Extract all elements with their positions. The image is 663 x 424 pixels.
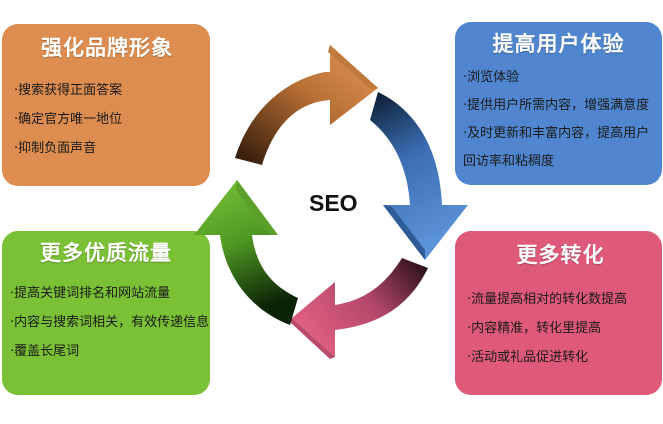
list-item: ·覆盖长尾词: [10, 344, 80, 359]
blue-arrow-icon: [370, 92, 468, 260]
user-experience-list: ·浏览体验 ·提供用户所需内容，增强满意度 ·及时更新和丰富内容，提高用户 回访…: [463, 64, 654, 176]
list-item: 回访率和粘稠度: [463, 154, 555, 169]
list-item: ·内容与搜索词相关，有效传递信息: [10, 315, 210, 330]
list-item: ·及时更新和丰富内容，提高用户: [463, 126, 650, 141]
list-item: ·浏览体验: [463, 70, 520, 85]
conversion-box: 更多转化 ·流量提高相对的转化数提高 ·内容精准，转化里提高 ·活动或礼品促进转…: [455, 231, 662, 395]
cycle-diagram: [194, 45, 468, 359]
list-item: ·提高关键词排名和网站流量: [10, 286, 171, 301]
pink-arrow-icon: [290, 258, 428, 359]
quality-traffic-title: 更多优质流量: [40, 241, 172, 265]
conversion-title: 更多转化: [516, 243, 605, 267]
seo-center-label: SEO: [309, 190, 358, 216]
list-item: ·提供用户所需内容，增强满意度: [463, 98, 650, 113]
list-item: ·抑制负面声音: [14, 141, 97, 156]
brand-image-box: 强化品牌形象 ·搜索获得正面答案 ·确定官方唯一地位 ·抑制负面声音: [2, 24, 210, 186]
orange-arrow-icon: [235, 45, 378, 165]
list-item: ·流量提高相对的转化数提高: [467, 292, 628, 307]
list-item: ·活动或礼品促进转化: [467, 350, 589, 365]
list-item: ·内容精准，转化里提高: [467, 321, 602, 336]
quality-traffic-box: 更多优质流量 ·提高关键词排名和网站流量 ·内容与搜索词相关，有效传递信息 ·覆…: [2, 231, 210, 395]
conversion-list: ·流量提高相对的转化数提高 ·内容精准，转化里提高 ·活动或礼品促进转化: [467, 285, 654, 372]
brand-image-title: 强化品牌形象: [41, 36, 173, 60]
quality-traffic-list: ·提高关键词排名和网站流量 ·内容与搜索词相关，有效传递信息 ·覆盖长尾词: [10, 279, 210, 366]
list-item: ·搜索获得正面答案: [14, 83, 123, 98]
user-experience-box: 提高用户体验 ·浏览体验 ·提供用户所需内容，增强满意度 ·及时更新和丰富内容，…: [455, 22, 662, 185]
green-arrow-icon: [194, 180, 298, 325]
list-item: ·确定官方唯一地位: [14, 112, 123, 127]
brand-image-list: ·搜索获得正面答案 ·确定官方唯一地位 ·抑制负面声音: [14, 76, 200, 163]
user-experience-title: 提高用户体验: [492, 32, 625, 56]
